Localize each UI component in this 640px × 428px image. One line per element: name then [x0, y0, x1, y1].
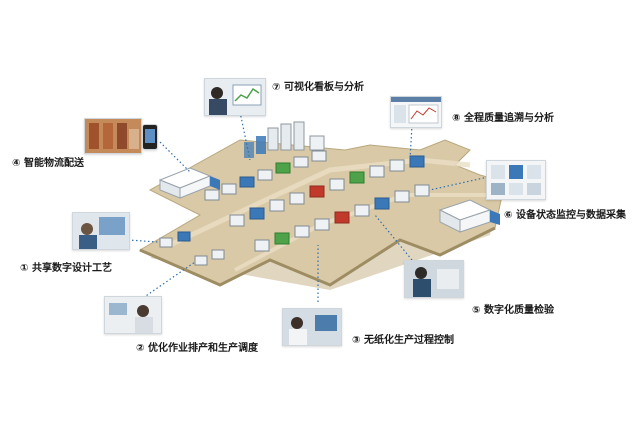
- production-line-1: [204, 150, 327, 201]
- photo-paperless-control: [282, 308, 342, 346]
- photo-equipment-monitoring: [486, 160, 546, 200]
- photo-traceability-software: [390, 96, 442, 128]
- label-paperless-process-control: ③ 无纸化生产过程控制: [352, 335, 454, 346]
- photo-logistics-warehouse: [84, 118, 142, 154]
- delivery-truck-right: [438, 199, 500, 233]
- production-line-2: [229, 155, 425, 227]
- photo-mobile-device: [142, 124, 158, 150]
- photo-dashboard-analysis: [204, 78, 266, 116]
- label-smart-logistics: ④ 智能物流配送: [12, 158, 84, 169]
- label-scheduling-optimization: ② 优化作业排产和生产调度: [136, 343, 258, 354]
- photo-design-engineer: [72, 212, 130, 250]
- label-shared-digital-design: ① 共享数字设计工艺: [20, 263, 112, 274]
- storage-racks: [244, 121, 325, 158]
- label-digital-quality-inspection: ⑤ 数字化质量检验: [472, 305, 554, 316]
- label-quality-traceability: ⑧ 全程质量追溯与分析: [452, 113, 554, 124]
- leader-lines: [127, 111, 489, 302]
- photo-scheduling-office: [104, 296, 162, 334]
- production-line-3: [254, 184, 430, 252]
- delivery-truck-left: [158, 167, 220, 199]
- workstations-left: [159, 231, 225, 266]
- label-equipment-monitoring: ⑥ 设备状态监控与数据采集: [504, 210, 626, 221]
- label-visual-dashboard: ⑦ 可视化看板与分析: [272, 82, 364, 93]
- photo-quality-inspection: [404, 260, 464, 298]
